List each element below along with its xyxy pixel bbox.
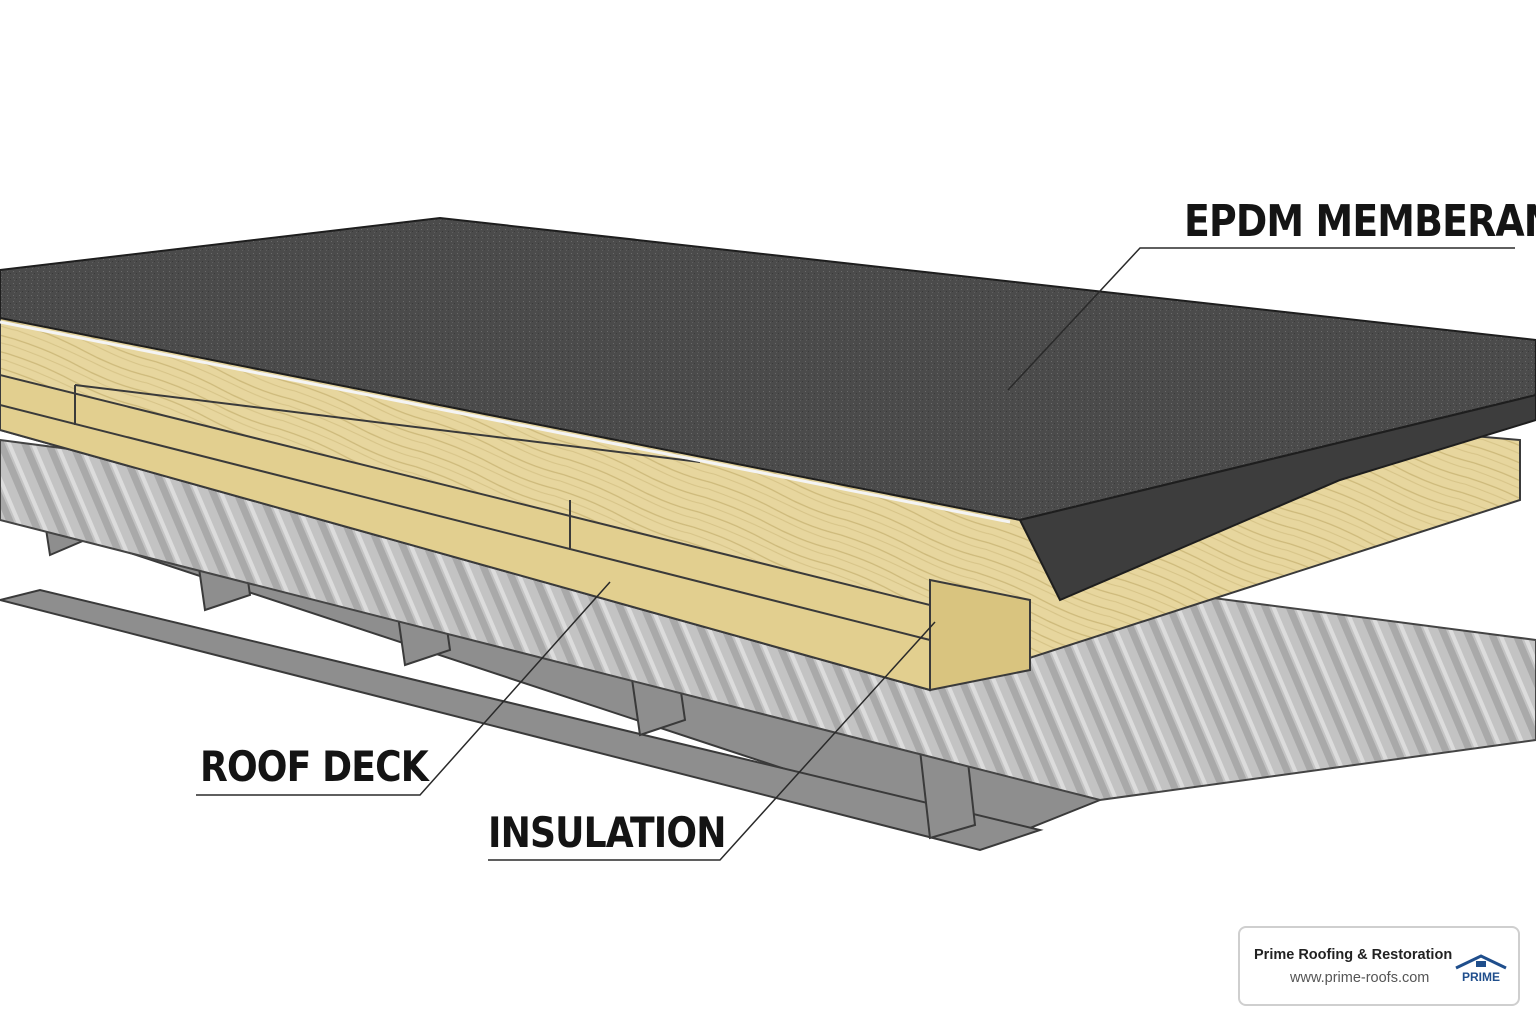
- insulation-leader: [488, 621, 936, 861]
- epdm-leader: [1007, 247, 1515, 391]
- brand-url[interactable]: www.prime-roofs.com: [1290, 970, 1430, 986]
- brand-card: Prime Roofing & Restoration www.prime-ro…: [1238, 926, 1520, 1006]
- epdm-membrane-label: EPDM MEMBERANE: [1184, 196, 1536, 247]
- leader-lines: [196, 247, 1515, 861]
- brand-name: Prime Roofing & Restoration: [1254, 947, 1453, 963]
- roof-deck-leader: [196, 581, 611, 796]
- prime-logo-icon: PRIME: [1455, 954, 1507, 984]
- insulation-label: INSULATION: [488, 808, 726, 857]
- epdm-membrane: [0, 216, 1536, 602]
- insulation-boards: [0, 308, 1521, 692]
- roof-deck-label: ROOF DECK: [200, 742, 429, 791]
- logo-text: PRIME: [1462, 970, 1500, 984]
